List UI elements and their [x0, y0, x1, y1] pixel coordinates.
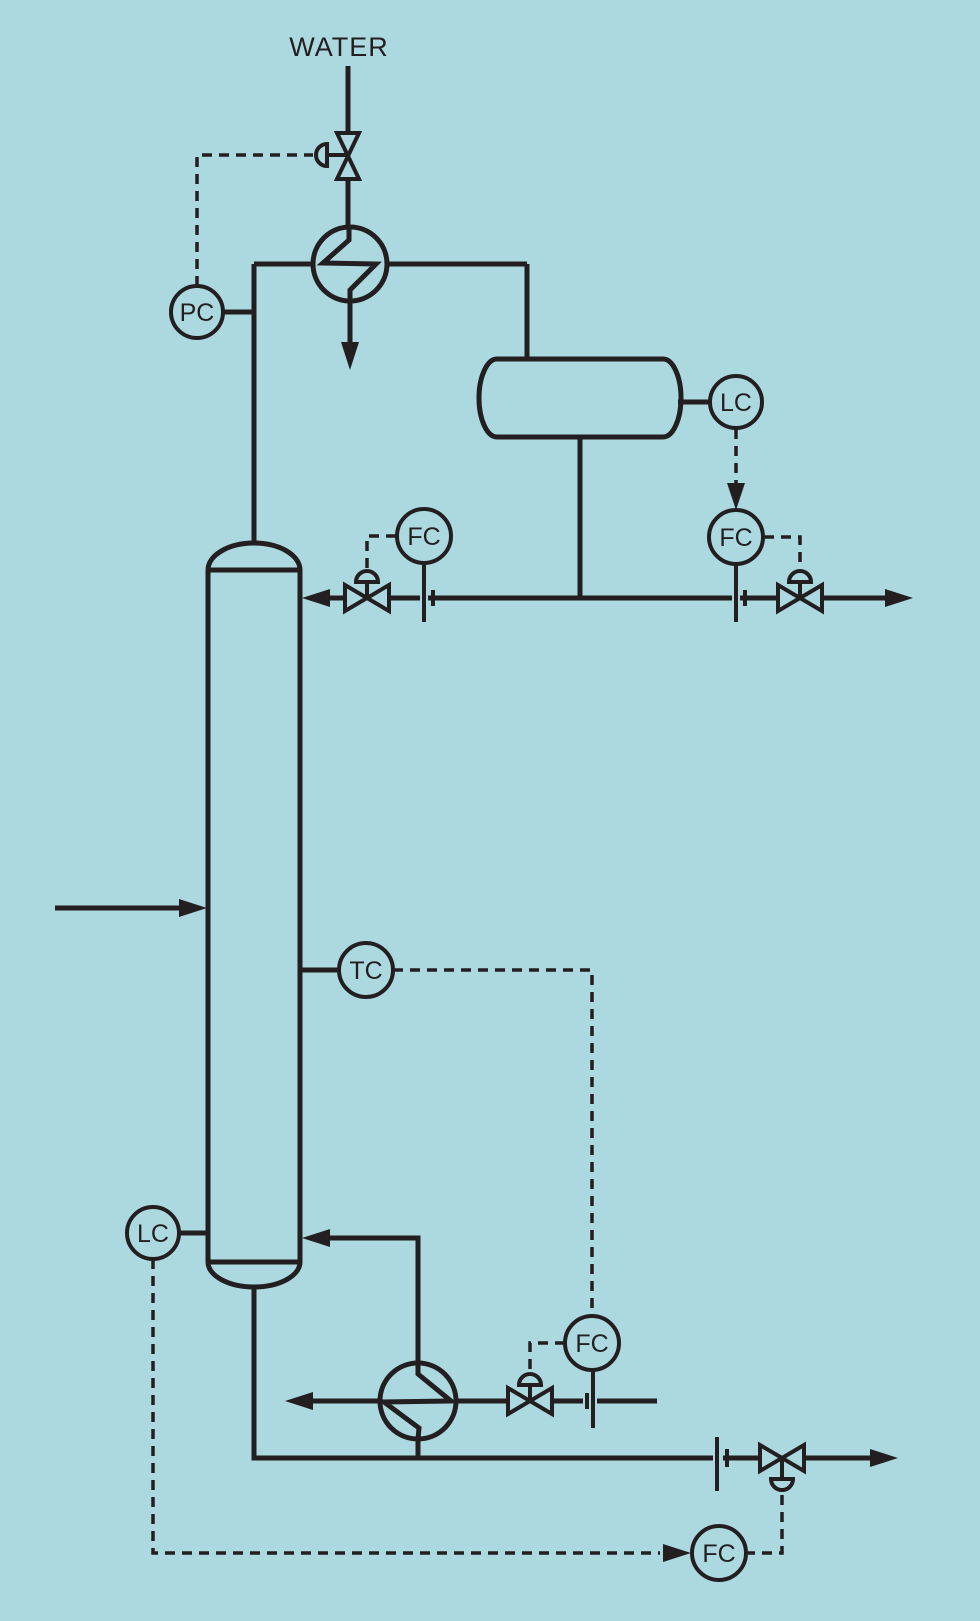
drum-level-controller-label: LC	[720, 389, 752, 417]
pc-to-water-valve-signal	[195, 153, 313, 286]
condenser-water-outlet	[341, 301, 359, 370]
water-outlet-arrow-icon	[341, 342, 359, 370]
bottom-lc-to-fc-signal	[151, 1259, 691, 1562]
reflux-distillate-pipe	[302, 589, 913, 607]
temperature-controller-label: TC	[349, 957, 382, 985]
distillate-flow-controller-label: FC	[719, 524, 752, 552]
reboiler	[376, 1360, 459, 1442]
reboiler-flow-controller: FC	[563, 1314, 621, 1428]
steam-valve-actuator-icon	[516, 1372, 544, 1401]
water-valve-actuator-icon	[314, 141, 348, 169]
reboiler-flow-controller-label: FC	[575, 1330, 608, 1358]
distillate-flow-controller: FC	[707, 508, 765, 622]
bottoms-pipe	[251, 1287, 898, 1491]
drum-level-controller: LC	[678, 374, 764, 430]
water-inlet-label: WATER	[289, 32, 389, 62]
steam-control-valve	[506, 1372, 554, 1418]
distillate-arrow-icon	[885, 589, 913, 607]
reflux-valve-actuator-icon	[353, 569, 381, 598]
distillate-fc-to-valve-signal	[764, 535, 802, 568]
distillate-valve-actuator-icon	[786, 569, 814, 598]
boilup-return-pipe	[302, 1229, 421, 1460]
feed-arrow-icon	[179, 899, 207, 917]
reflux-fc-to-valve-signal	[365, 534, 396, 569]
reflux-flow-controller-label: FC	[407, 523, 440, 551]
bottoms-valve-actuator-icon	[768, 1458, 796, 1492]
reflux-drum	[476, 356, 684, 440]
overhead-vapor-pipe	[251, 261, 530, 543]
bottom-level-controller-label: LC	[137, 1220, 169, 1248]
drum-lc-to-fc-signal	[727, 429, 745, 510]
bottoms-flow-controller-label: FC	[702, 1540, 735, 1568]
reboiler-coil-icon	[376, 1363, 458, 1440]
tc-to-reboiler-fc-signal	[393, 968, 594, 1316]
bottoms-arrow-icon	[870, 1449, 898, 1467]
boilup-arrow-icon	[302, 1229, 330, 1247]
water-control-valve	[314, 131, 363, 181]
pressure-controller: PC	[169, 284, 256, 340]
temperature-controller: TC	[300, 941, 395, 999]
heating-outlet-arrow-icon	[285, 1392, 313, 1410]
pressure-controller-label: PC	[180, 299, 215, 327]
bottoms-fc-to-valve-signal	[748, 1495, 784, 1555]
bottoms-control-valve	[758, 1441, 806, 1492]
bottom-level-controller: LC	[125, 1205, 210, 1261]
reboiler-fc-to-valve-signal	[528, 1341, 565, 1370]
distillate-control-valve	[776, 569, 824, 615]
feed-pipe	[55, 899, 207, 917]
condenser	[310, 224, 390, 304]
condenser-coil-icon	[316, 228, 382, 301]
distillation-column	[205, 540, 303, 1290]
signal-arrow-down-icon	[727, 483, 745, 510]
bottoms-flow-controller: FC	[690, 1524, 748, 1582]
heating-medium-outlet	[285, 1392, 381, 1410]
reflux-flow-controller: FC	[395, 507, 453, 622]
reflux-control-valve	[343, 569, 391, 615]
reflux-arrow-icon	[302, 589, 330, 607]
signal-arrow-right-icon	[663, 1544, 691, 1562]
